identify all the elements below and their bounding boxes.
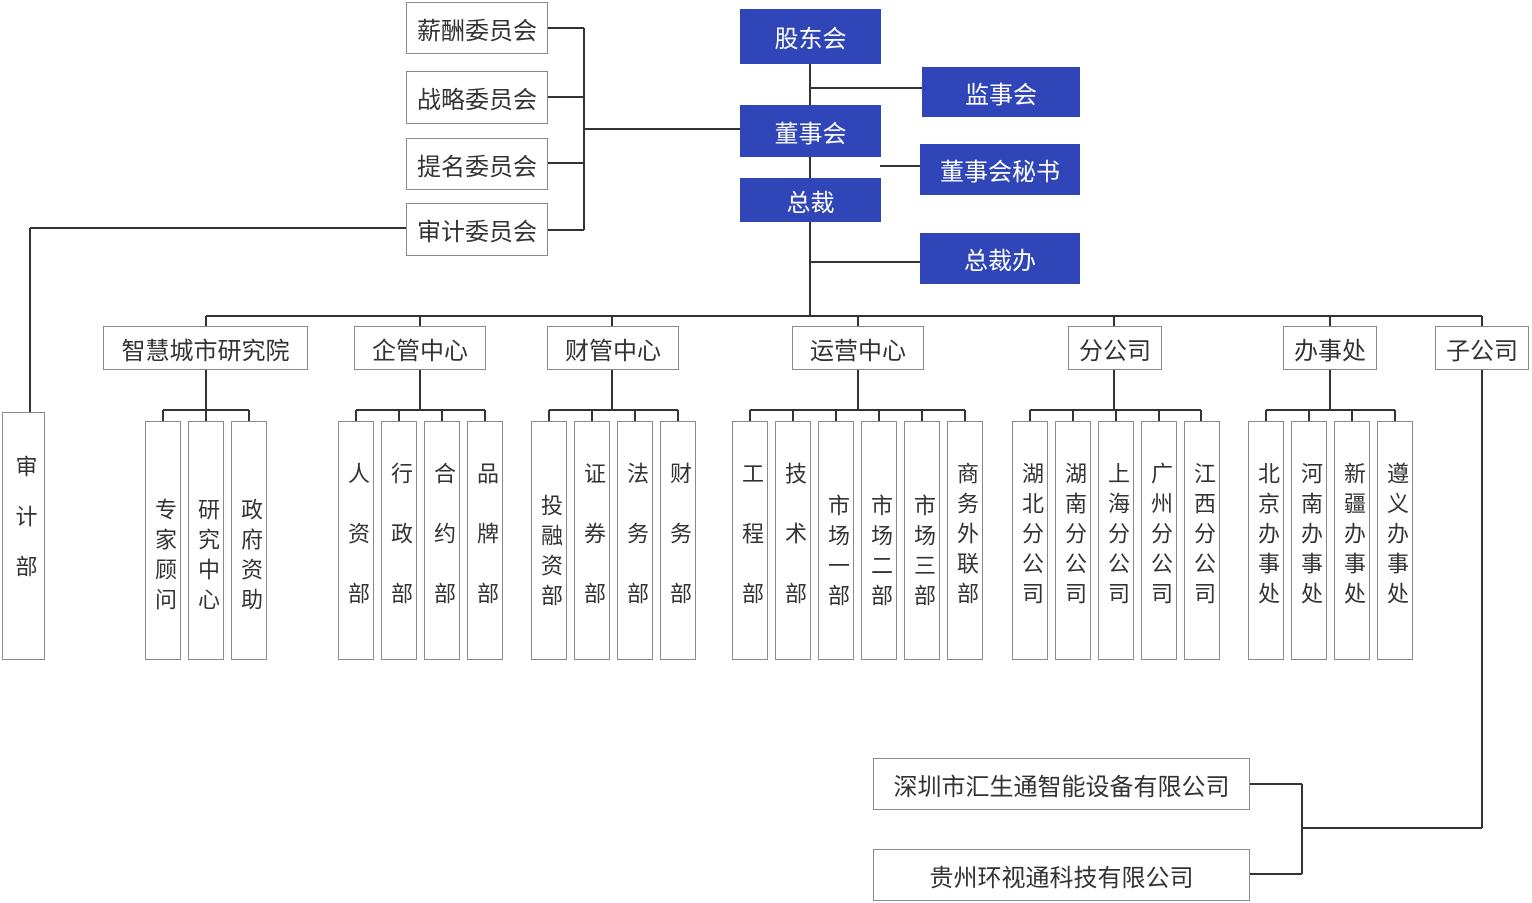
dept-label: 证券部 [580, 462, 605, 642]
center-operations: 运营中心 [792, 326, 924, 370]
dept-label: 江西分公司 [1190, 462, 1215, 612]
dept-label: 商务外联部 [953, 462, 978, 612]
dept-box: 研究中心 [188, 421, 224, 660]
dept-label: 工程部 [738, 462, 763, 642]
dept-label: 市场一部 [824, 494, 849, 614]
dept-label: 研究中心 [194, 498, 219, 618]
dept-label: 河南办事处 [1297, 462, 1322, 612]
dept-label: 广州分公司 [1147, 462, 1172, 612]
dept-label: 新疆办事处 [1340, 462, 1365, 612]
dept-label: 人资部 [344, 462, 369, 642]
dept-box: 市场一部 [818, 421, 854, 660]
dept-box: 江西分公司 [1184, 421, 1220, 660]
dept-label: 技术部 [781, 462, 806, 642]
dept-box: 专家顾问 [145, 421, 181, 660]
center-enterprise-mgmt: 企管中心 [354, 326, 486, 370]
dept-box: 行政部 [381, 421, 417, 660]
committee-strategy: 战略委员会 [406, 71, 548, 124]
subsidiary-guizhou: 贵州环视通科技有限公司 [873, 849, 1250, 901]
dept-label: 合约部 [430, 462, 455, 642]
dept-label: 市场三部 [910, 494, 935, 614]
dept-label: 财务部 [666, 462, 691, 642]
dept-label: 投融资部 [537, 494, 562, 614]
dept-label: 品牌部 [473, 462, 498, 642]
dept-box: 市场三部 [904, 421, 940, 660]
dept-box: 广州分公司 [1141, 421, 1177, 660]
committee-nomination: 提名委员会 [406, 138, 548, 190]
dept-label: 上海分公司 [1104, 462, 1129, 612]
committee-compensation: 薪酬委员会 [406, 2, 548, 54]
audit-dept-node: 审计部 [2, 412, 45, 660]
board-secretary-node: 董事会秘书 [920, 144, 1080, 195]
dept-box: 合约部 [424, 421, 460, 660]
audit-dept-label: 审计部 [11, 455, 37, 605]
dept-box: 上海分公司 [1098, 421, 1134, 660]
dept-box: 新疆办事处 [1334, 421, 1370, 660]
board-node: 董事会 [740, 105, 881, 157]
dept-box: 证券部 [574, 421, 610, 660]
center-smart-city: 智慧城市研究院 [103, 326, 308, 370]
dept-box: 投融资部 [531, 421, 567, 660]
dept-box: 湖南分公司 [1055, 421, 1091, 660]
dept-box: 人资部 [338, 421, 374, 660]
dept-box: 商务外联部 [947, 421, 983, 660]
dept-label: 湖北分公司 [1018, 462, 1043, 612]
dept-box: 政府资助 [231, 421, 267, 660]
dept-box: 财务部 [660, 421, 696, 660]
dept-box: 工程部 [732, 421, 768, 660]
dept-box: 技术部 [775, 421, 811, 660]
dept-box: 北京办事处 [1248, 421, 1284, 660]
dept-box: 市场二部 [861, 421, 897, 660]
dept-box: 法务部 [617, 421, 653, 660]
dept-label: 行政部 [387, 462, 412, 642]
president-office-node: 总裁办 [920, 233, 1080, 284]
supervisors-node: 监事会 [922, 67, 1080, 117]
dept-box: 遵义办事处 [1377, 421, 1413, 660]
center-subsidiaries: 子公司 [1435, 326, 1529, 370]
dept-label: 湖南分公司 [1061, 462, 1086, 612]
dept-box: 湖北分公司 [1012, 421, 1048, 660]
dept-label: 政府资助 [237, 498, 262, 618]
dept-box: 河南办事处 [1291, 421, 1327, 660]
dept-label: 市场二部 [867, 494, 892, 614]
shareholders-node: 股东会 [740, 9, 881, 64]
president-node: 总裁 [740, 178, 881, 222]
dept-label: 北京办事处 [1254, 462, 1279, 612]
center-finance-mgmt: 财管中心 [547, 326, 679, 370]
dept-label: 遵义办事处 [1383, 462, 1408, 612]
dept-label: 专家顾问 [151, 498, 176, 618]
center-offices: 办事处 [1283, 326, 1377, 370]
subsidiary-shenzhen: 深圳市汇生通智能设备有限公司 [873, 758, 1250, 810]
committee-audit: 审计委员会 [406, 203, 548, 256]
center-branches: 分公司 [1068, 326, 1162, 370]
dept-label: 法务部 [623, 462, 648, 642]
dept-box: 品牌部 [467, 421, 503, 660]
